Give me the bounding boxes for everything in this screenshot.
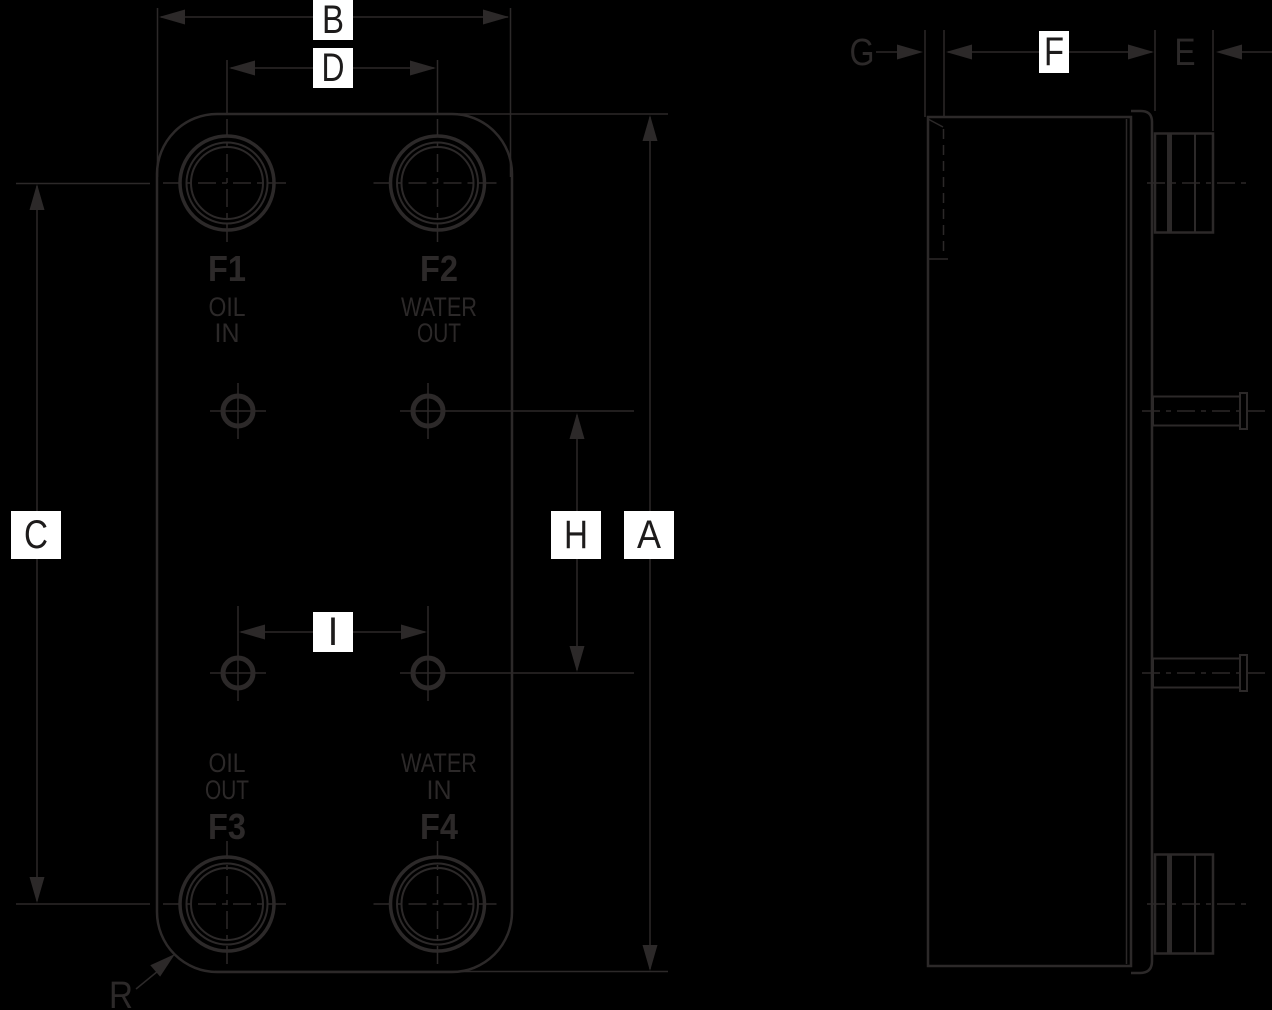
arrowhead-down bbox=[642, 945, 658, 971]
dimension-letter: A bbox=[637, 513, 661, 557]
cover-plate bbox=[1131, 109, 1154, 975]
port-f2 bbox=[373, 119, 502, 247]
port-mid-ring bbox=[396, 862, 479, 946]
dimension-letter: F bbox=[1044, 30, 1064, 74]
arrowhead-right bbox=[401, 624, 427, 640]
mounting-hole-bottom-left bbox=[210, 606, 266, 701]
dimension-letter: D bbox=[322, 46, 345, 90]
stud-end-flange bbox=[1239, 654, 1248, 692]
port-f3 bbox=[163, 841, 291, 968]
corner-radius-callout: R bbox=[109, 954, 175, 1010]
mounting-hole-top-left bbox=[210, 383, 266, 439]
arrowhead-right bbox=[1128, 44, 1154, 60]
label-box bbox=[313, 0, 353, 40]
dimension-letter: C bbox=[24, 513, 48, 557]
dimension-H: H bbox=[551, 413, 601, 672]
mounting-stud-top bbox=[1142, 392, 1266, 430]
dimension-letter: G bbox=[850, 32, 875, 74]
dimension-letter: H bbox=[564, 513, 588, 557]
port-function-line2: OUT bbox=[417, 318, 461, 348]
arrowhead-up bbox=[29, 184, 45, 210]
label-box bbox=[313, 48, 353, 88]
port-f2-labels: F2 WATER OUT bbox=[401, 248, 477, 348]
arrowhead-up bbox=[569, 413, 585, 439]
port-mid-ring bbox=[396, 141, 479, 225]
dimension-D: D bbox=[226, 46, 439, 114]
dimension-letter: E bbox=[1175, 32, 1196, 74]
port-f4 bbox=[373, 841, 502, 968]
leader-arrowhead bbox=[150, 954, 175, 977]
port-f4-labels: WATER IN F4 bbox=[401, 748, 477, 847]
end-plate-chamfer bbox=[927, 118, 944, 128]
dimension-A: A bbox=[215, 113, 674, 973]
mounting-hole-top-right bbox=[400, 383, 634, 439]
mounting-stud-bottom bbox=[1142, 654, 1266, 692]
label-box bbox=[11, 511, 61, 559]
port-designator: F1 bbox=[208, 248, 246, 289]
port-function-line2: IN bbox=[427, 775, 452, 805]
arrowhead-left bbox=[1216, 44, 1242, 60]
port-function-line1: OIL bbox=[209, 748, 246, 778]
dimension-G: G bbox=[850, 30, 945, 117]
port-f1 bbox=[163, 119, 291, 247]
label-box bbox=[624, 511, 674, 559]
label-box bbox=[1039, 31, 1069, 73]
label-box bbox=[551, 511, 601, 559]
port-function-line1: WATER bbox=[401, 292, 477, 322]
port-designator: F4 bbox=[420, 806, 458, 847]
label-box bbox=[313, 612, 353, 652]
port-function-line1: WATER bbox=[401, 748, 477, 778]
dimension-letter: I bbox=[328, 610, 339, 654]
port-f1-labels: F1 OIL IN bbox=[208, 248, 246, 348]
radius-letter: R bbox=[109, 975, 133, 1010]
port-designator: F3 bbox=[208, 806, 246, 847]
dimension-C: C bbox=[11, 182, 150, 905]
arrowhead-left bbox=[229, 60, 255, 76]
side-view bbox=[926, 109, 1266, 975]
dimension-I: I bbox=[239, 610, 427, 654]
arrowhead-left bbox=[239, 624, 265, 640]
port-function-line2: OUT bbox=[205, 775, 249, 805]
arrowhead-down bbox=[29, 877, 45, 903]
arrowhead-up bbox=[642, 115, 658, 141]
dimension-B: B bbox=[156, 0, 512, 177]
port-mid-ring bbox=[185, 141, 269, 225]
arrowhead-right bbox=[897, 44, 923, 60]
connection-stub-top bbox=[1147, 132, 1246, 234]
port-designator: F2 bbox=[420, 248, 458, 289]
port-f3-labels: OIL OUT F3 bbox=[205, 748, 249, 847]
arrowhead-left bbox=[159, 9, 185, 25]
port-function-line1: OIL bbox=[209, 292, 246, 322]
arrowhead-left bbox=[946, 44, 972, 60]
port-mid-ring bbox=[185, 862, 269, 946]
front-view: F1 OIL IN F2 WATER OUT OIL OUT F3 WATER … bbox=[155, 112, 634, 974]
leader-line bbox=[135, 970, 159, 990]
body-outline bbox=[926, 115, 1133, 968]
arrowhead-down bbox=[569, 646, 585, 672]
dimension-F: F bbox=[946, 30, 1156, 111]
dimension-letter: B bbox=[322, 0, 344, 42]
stud-end-flange bbox=[1239, 392, 1248, 430]
mounting-hole-bottom-right bbox=[400, 606, 634, 701]
dimension-E: E bbox=[1175, 30, 1272, 131]
arrowhead-right bbox=[410, 60, 436, 76]
port-function-line2: IN bbox=[215, 318, 240, 348]
arrowhead-right bbox=[483, 9, 509, 25]
connection-stub-bottom bbox=[1147, 853, 1246, 955]
